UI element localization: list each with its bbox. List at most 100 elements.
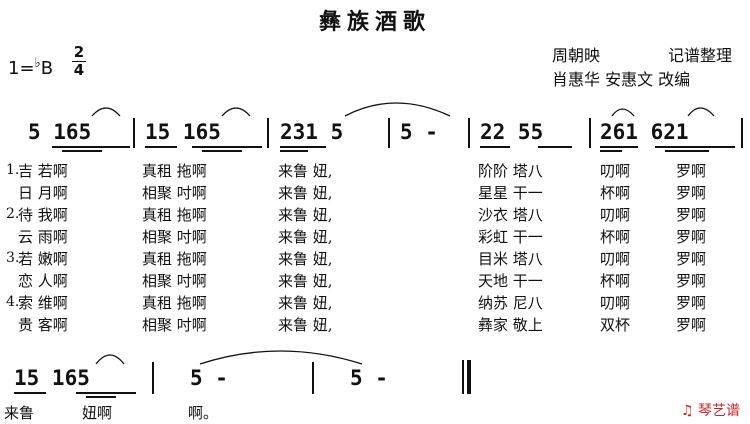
beam [145,146,177,148]
lyric-cell: 相聚 吋啊 [142,272,207,290]
watermark: ♫ 琴艺谱 [681,400,740,420]
row2-lyric: 妞啊 [82,404,113,422]
watermark-text: 琴艺谱 [698,403,740,419]
lyric-cell: 真租 拖啊 [142,162,207,180]
measure-1: 5 165 [28,120,92,144]
slur [611,108,635,117]
beam [62,150,102,152]
lyric-cell: 杯啊 [600,272,631,290]
row2-lyric: 啊。 [188,404,219,422]
slur [221,107,251,117]
measure-3: 231 5 [280,120,344,144]
lyric-cell: 杯啊 [600,184,631,202]
lyric-cell: 叨啊 [600,294,631,312]
barline [133,118,135,148]
lyric-cell: 纳苏 尼八 [478,294,543,312]
beam [202,150,242,152]
lyric-cell: 罗啊 [676,206,707,224]
lyric-cell: 沙衣 塔八 [478,206,543,224]
lyric-cell: 恋 人啊 [18,272,68,290]
page-title: 彝族酒歌 [318,9,431,35]
barline [589,118,591,148]
time-sig-top: 2 [73,43,85,61]
beam [600,146,638,148]
credit-transcriber: 周朝映 [552,46,601,65]
measure-7: 15 165 [14,366,90,390]
lyric-cell: 叨啊 [600,162,631,180]
lyric-cell: 叨啊 [600,206,631,224]
lyric-cell: 真租 拖啊 [142,250,207,268]
verse-number: 2. [6,206,20,222]
lyric-cell: 相聚 吋啊 [142,184,207,202]
music-note-icon: ♫ [680,403,694,419]
lyric-cell: 罗啊 [676,272,707,290]
lyric-cell: 贵 客啊 [18,316,68,334]
lyric-cell: 阶阶 塔八 [478,162,543,180]
beam [14,392,46,394]
lyric-cell: 若 嫩啊 [18,250,68,268]
lyric-cell: 罗啊 [676,316,707,334]
barline [388,118,390,148]
row2-lyric: 来鲁 [4,404,35,422]
verse-number: 3. [6,250,20,266]
lyric-cell: 叨啊 [600,250,631,268]
key-base: 1= [8,58,35,79]
lyric-cell: 吉 若啊 [18,162,68,180]
measure-4: 5 - [400,120,438,144]
lyric-cell: 相聚 吋啊 [142,228,207,246]
lyric-cell: 真租 拖啊 [142,206,207,224]
beam [280,146,326,148]
verse-number: 4. [6,294,20,310]
barline [312,362,314,394]
tie [199,350,363,365]
beam [480,146,510,148]
lyric-cell: 来鲁 妞, [278,162,333,180]
lyric-cell: 罗啊 [676,228,707,246]
lyric-cell: 来鲁 妞, [278,294,333,312]
beam [86,396,116,398]
lyric-cell: 相聚 吋啊 [142,316,207,334]
lyric-cell: 日 月啊 [18,184,68,202]
final-barline-thick [467,360,471,394]
barline [741,118,743,148]
beam [655,146,735,148]
lyric-cell: 罗啊 [676,162,707,180]
beam [52,146,130,148]
lyric-cell: 杯啊 [600,228,631,246]
lyric-cell: 来鲁 妞, [278,272,333,290]
time-signature: 2 4 [72,44,86,79]
lyric-cell: 彩虹 干一 [478,228,543,246]
time-sig-bottom: 4 [73,61,85,79]
lyric-cell: 罗啊 [676,294,707,312]
flat-sign: ♭ [34,56,41,71]
lyric-cell: 彝家 敬上 [478,316,543,334]
measure-5: 22 55 [480,120,544,144]
key-signature: 1=♭B [8,56,53,79]
key-note: B [40,58,54,79]
slur [95,354,125,365]
measure-2: 15 165 [145,120,221,144]
slur [687,107,715,117]
lyric-cell: 真租 拖啊 [142,294,207,312]
tie [344,102,451,117]
beam [665,150,709,152]
credit-role: 记谱整理 [668,46,733,65]
credit-arrangers: 肖惠华 安惠文 改编 [552,70,691,89]
final-barline-thin [462,360,464,394]
beam [192,146,262,148]
lyric-cell: 索 维啊 [18,294,68,312]
measure-8: 5 - [190,366,228,390]
beam [76,392,136,394]
barline [152,362,154,394]
slur [91,107,121,117]
lyric-cell: 云 雨啊 [18,228,68,246]
lyric-cell: 待 我啊 [18,206,68,224]
lyric-cell: 来鲁 妞, [278,228,333,246]
barline [468,118,470,148]
lyric-cell: 罗啊 [676,250,707,268]
lyric-cell: 罗啊 [676,184,707,202]
beam [600,150,622,152]
barline [267,118,269,148]
measure-6: 261 621 [600,120,689,144]
